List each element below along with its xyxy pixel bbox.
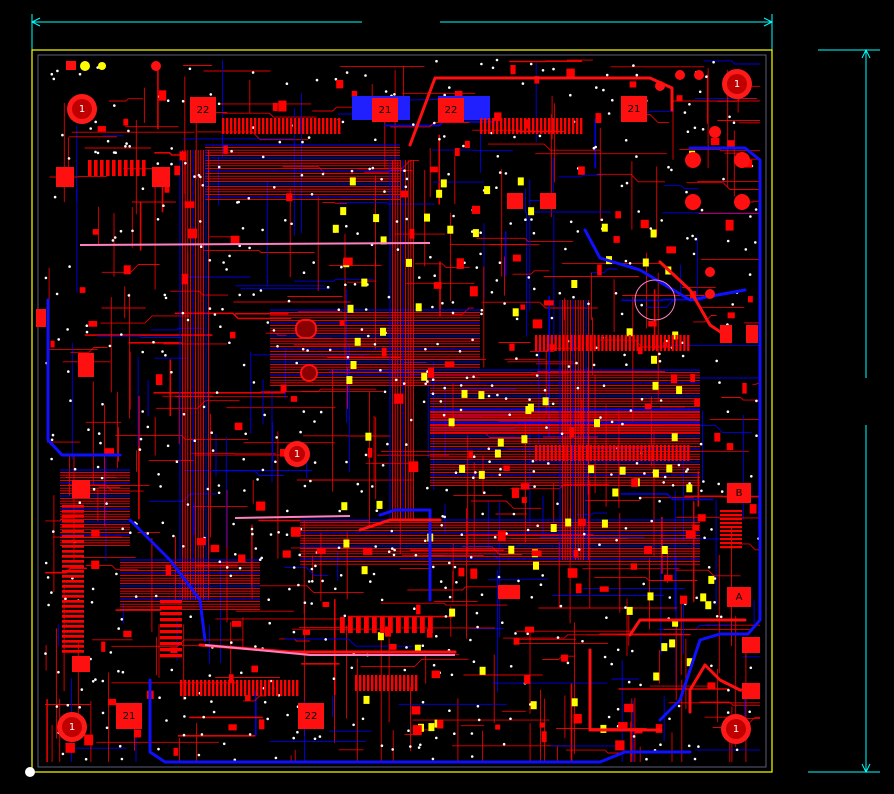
- ic-pad-rows: [62, 118, 742, 696]
- connector-22-top[interactable]: 22: [190, 97, 216, 123]
- connector-22-top-b[interactable]: 22: [438, 96, 490, 122]
- component-label: 21: [628, 104, 641, 115]
- mounting-hole-label: 1: [734, 79, 740, 90]
- component-label: A: [736, 592, 743, 603]
- component-label: B: [736, 488, 743, 499]
- fixed-components: [25, 61, 760, 777]
- component-label: 21: [123, 711, 136, 722]
- component-pads: 22 21 22 21 21 22 B A: [116, 96, 751, 729]
- connector-21-top-right[interactable]: 21: [621, 96, 647, 122]
- pad-a-right[interactable]: A: [727, 587, 751, 607]
- pad-b-right[interactable]: B: [727, 483, 751, 503]
- component-label: 22: [305, 711, 318, 722]
- mounting-hole-label: 1: [79, 104, 85, 115]
- mounting-hole-label: 1: [69, 722, 75, 733]
- component-label: 22: [197, 105, 210, 116]
- pink-routes: [79, 242, 455, 656]
- board-outline: [31, 49, 773, 773]
- mounting-holes: 1 1 1 1 1: [57, 69, 752, 744]
- component-label: 22: [445, 105, 458, 116]
- connector-21-top-a[interactable]: 21: [352, 96, 410, 122]
- connector-22-bottom[interactable]: 22: [298, 703, 324, 729]
- mounting-hole-center: 1: [284, 441, 310, 467]
- mounting-hole-top-left: 1: [67, 94, 97, 124]
- connector-21-bottom-left[interactable]: 21: [116, 703, 142, 729]
- component-label: 21: [379, 105, 392, 116]
- mounting-hole-bottom-left: 1: [57, 712, 87, 742]
- dimension-lines: [30, 14, 880, 774]
- mounting-hole-label: 1: [294, 449, 300, 460]
- mounting-hole-label: 1: [733, 724, 739, 735]
- mounting-hole-top-right: 1: [722, 69, 752, 99]
- mounting-hole-bottom-right: 1: [721, 714, 751, 744]
